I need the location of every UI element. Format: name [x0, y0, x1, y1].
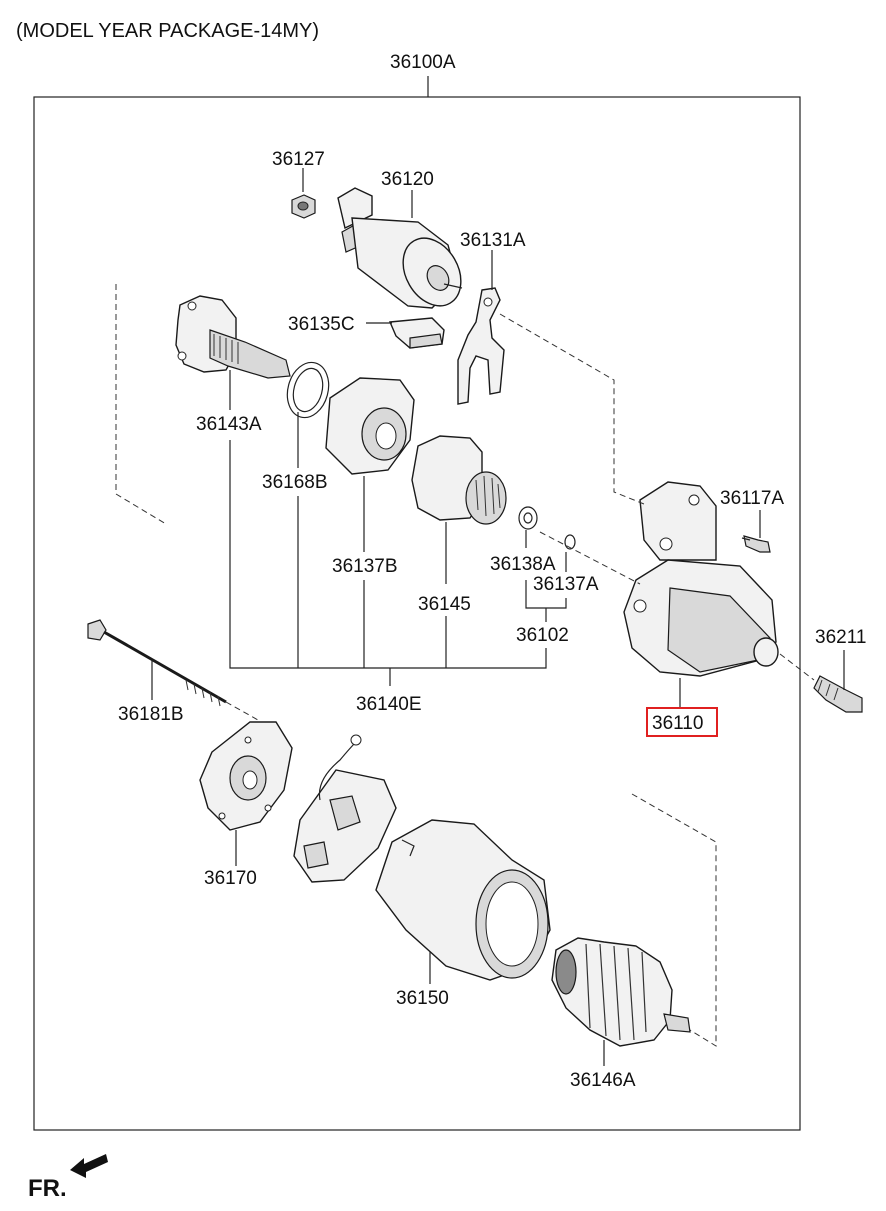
nut-36127[interactable] — [291, 194, 316, 219]
label-36140E[interactable]: 36140E — [356, 694, 422, 715]
label-36143A[interactable]: 36143A — [196, 414, 262, 435]
assembly-frame — [33, 96, 801, 1131]
label-36145[interactable]: 36145 — [418, 594, 471, 615]
model-year-title: (MODEL YEAR PACKAGE-14MY) — [16, 20, 319, 42]
armature-36146A[interactable] — [551, 937, 691, 1047]
label-36135C[interactable]: 36135C — [288, 314, 355, 335]
label-36150[interactable]: 36150 — [396, 988, 449, 1009]
label-36137B[interactable]: 36137B — [332, 556, 398, 577]
label-36110[interactable]: 36110 — [652, 713, 703, 734]
label-36138A[interactable]: 36138A — [490, 554, 556, 575]
housing-36110[interactable] — [623, 481, 779, 677]
label-36117A[interactable]: 36117A — [720, 488, 784, 509]
housing-36137B[interactable] — [325, 377, 415, 475]
label-36102[interactable]: 36102 — [516, 625, 569, 646]
dash-bolt-36181B — [225, 701, 259, 721]
cover-36170[interactable] — [199, 721, 293, 831]
dash-lever-housing — [499, 313, 645, 505]
label-36100A[interactable]: 36100A — [390, 52, 456, 73]
label-36181B[interactable]: 36181B — [118, 704, 184, 725]
yoke-36150[interactable] — [375, 819, 551, 981]
label-36211[interactable]: 36211 — [815, 627, 866, 648]
dash-left-shaft — [115, 284, 167, 525]
bracket-36140E — [229, 440, 547, 669]
dash-center-axis — [539, 531, 641, 585]
ring-36168B[interactable] — [281, 358, 334, 422]
bolt-36211[interactable] — [813, 675, 863, 713]
label-36146A[interactable]: 36146A — [570, 1070, 636, 1091]
label-36137A[interactable]: 36137A — [533, 574, 599, 595]
label-36131A[interactable]: 36131A — [460, 230, 526, 251]
plate-36135C[interactable] — [388, 317, 445, 349]
highlight-36110 — [646, 707, 718, 737]
label-36127[interactable]: 36127 — [272, 149, 325, 170]
clip-36137A[interactable] — [564, 534, 576, 550]
dash-bolt-36211 — [779, 653, 815, 681]
label-36120[interactable]: 36120 — [381, 169, 434, 190]
lever-36131A[interactable] — [457, 287, 505, 405]
label-36170[interactable]: 36170 — [204, 868, 257, 889]
label-36168B[interactable]: 36168B — [262, 472, 328, 493]
bolt-36181B[interactable] — [87, 619, 227, 707]
front-direction-label: FR. — [28, 1175, 67, 1202]
brush-holder[interactable] — [293, 734, 397, 883]
front-arrow-icon — [70, 1154, 108, 1178]
drive-36145[interactable] — [411, 435, 507, 525]
solenoid-36120[interactable] — [337, 187, 473, 316]
washer-36138A[interactable] — [518, 506, 538, 530]
bolt-36117A[interactable] — [741, 535, 771, 553]
shaft-36143A[interactable] — [175, 295, 291, 379]
